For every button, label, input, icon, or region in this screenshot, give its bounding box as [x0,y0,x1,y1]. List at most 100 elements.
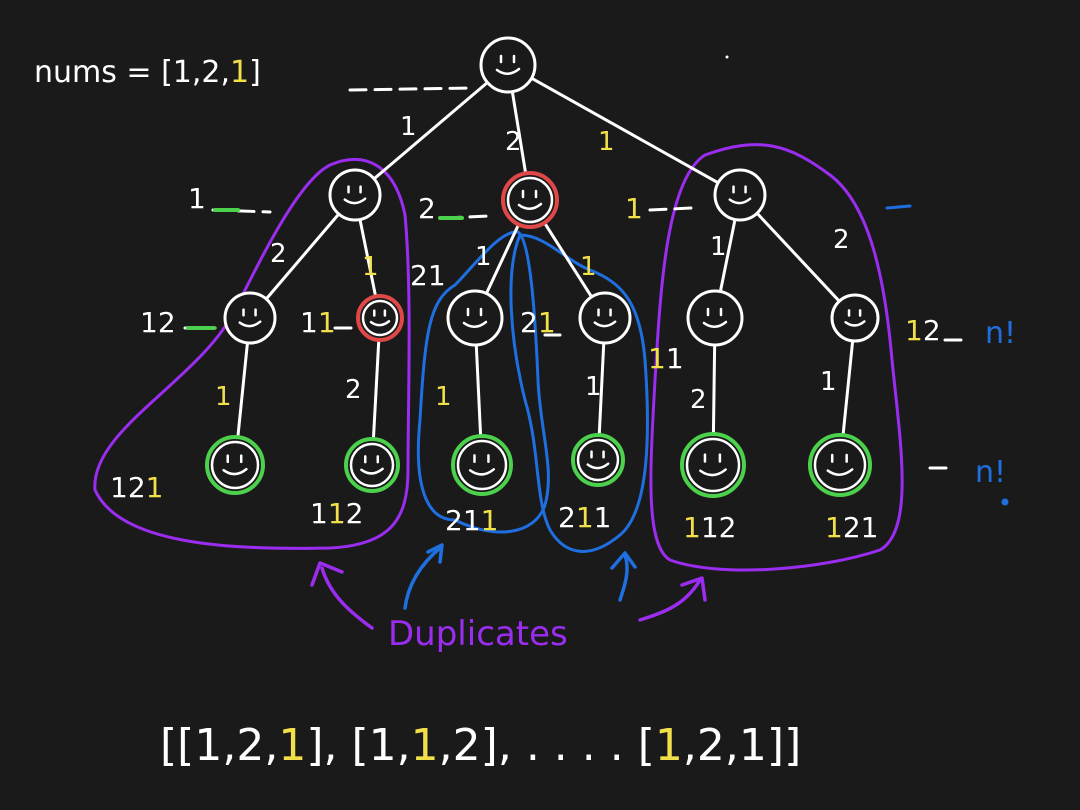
duplicate-arrows [310,543,707,630]
node-ring [356,294,404,342]
edge-label-l6: 1 [820,367,837,397]
edge-n32-l6 [841,339,855,437]
node-n2 [501,171,559,229]
node-ring [205,435,265,495]
edge-n11-l1 [236,341,249,439]
node-ring [680,432,746,498]
smiley-mouth [369,320,391,327]
node-inner-ring [361,299,399,337]
edge-n3-n31 [718,217,737,294]
smiley-mouth [517,202,543,210]
path-label-l3: 211 [445,504,498,537]
edge-label-l1: 1 [215,382,232,412]
path-label-n3: 1 [625,192,643,225]
smiley-mouth [586,462,610,470]
path-label-l1: 121 [110,471,163,504]
edge-root-n2 [510,90,528,175]
arrow-right-purple [638,576,707,622]
node-root [479,36,537,94]
path-label-n12: 11 [300,306,336,339]
edge-n2-n22 [542,221,594,299]
arrow-blue-right [610,551,637,602]
edge-label-n12: 1 [362,252,379,282]
node-l5 [680,432,746,498]
path-label-l4: 211 [558,501,611,534]
arrow-left-purple [310,561,374,630]
node-ring [830,293,880,343]
node-l2 [344,437,400,493]
tree-nodes [205,36,880,498]
edge-n21-l3 [474,343,483,438]
edge-n1-n12 [358,217,378,298]
node-ring [479,36,537,94]
edge-n2-n21 [484,222,521,296]
node-ring [446,289,504,347]
smiley-mouth [222,467,248,476]
title-highlight: 1 [230,55,249,90]
smiley-mouth [462,320,488,328]
path-label-l5: 112 [683,511,736,544]
node-n12 [356,294,404,342]
dash-n3 [648,206,694,212]
node-ring [578,291,632,345]
edge-label-n11: 2 [270,239,287,269]
node-ring [344,437,400,493]
edge-label-n22: 1 [580,252,597,282]
node-n3 [713,168,767,222]
node-n22 [578,291,632,345]
smiley-mouth [702,320,728,328]
result-text: [[1,2,1], [1,1,2], . . . . [1,2,1]] [160,720,801,771]
node-ring [328,168,382,222]
path-label-n31: 11 [648,342,684,375]
smiley-mouth [593,320,617,328]
title-suffix: ] [249,55,261,90]
node-inner-ring [576,438,620,482]
node-l4 [571,433,625,487]
edge-root-n1 [372,80,489,181]
node-n31 [686,289,744,347]
node-n11 [223,291,277,345]
edge-label-n3: 1 [598,127,615,157]
title-group: nums = [1,2,1] [34,55,261,90]
smiley-mouth [495,67,521,75]
duplicates-label: Duplicates [388,614,568,654]
edge-root-n3 [530,76,720,185]
title-text: nums = [1,2,1] [34,55,261,90]
smiley-mouth [728,197,752,205]
node-inner-ring [456,439,508,491]
tree-edges [236,76,855,441]
result-list: [[1,2,1], [1,1,2], . . . . [1,2,1]] [160,720,801,771]
edge-label-l2: 2 [345,375,362,405]
edge-label-l5: 2 [690,385,707,415]
path-label-n21: 21 [410,259,446,292]
level2-factorial-label: n! [985,316,1016,351]
path-label-n11: 12 [140,306,176,339]
path-label-n22: 21 [520,306,556,339]
leaf-factorial-label: n! [975,455,1006,490]
node-ring [451,434,513,496]
node-inner-ring [813,438,867,492]
duplicate-region-blue-right [509,233,649,553]
edge-label-n31: 1 [710,232,727,262]
node-ring [686,289,744,347]
path-label-n2: 2 [418,192,436,225]
node-n32 [830,293,880,343]
stray-dot-blue [1001,498,1009,506]
edge-n3-n32 [755,211,841,303]
edge-n1-n11 [264,212,341,301]
path-label-l2: 112 [310,497,363,530]
duplicate-region-right [649,143,904,572]
node-n1 [328,168,382,222]
node-ring [223,291,277,345]
edge-n12-l2 [371,338,381,441]
stray-dot [725,55,729,59]
smiley-mouth [468,468,496,476]
node-ring [713,168,767,222]
edge-label-n2: 2 [505,127,522,157]
edge-label-n1: 1 [400,112,417,142]
arrow-blue-left [403,543,444,610]
smiley-mouth [699,468,727,477]
node-ring [571,433,625,487]
node-inner-ring [349,442,395,488]
